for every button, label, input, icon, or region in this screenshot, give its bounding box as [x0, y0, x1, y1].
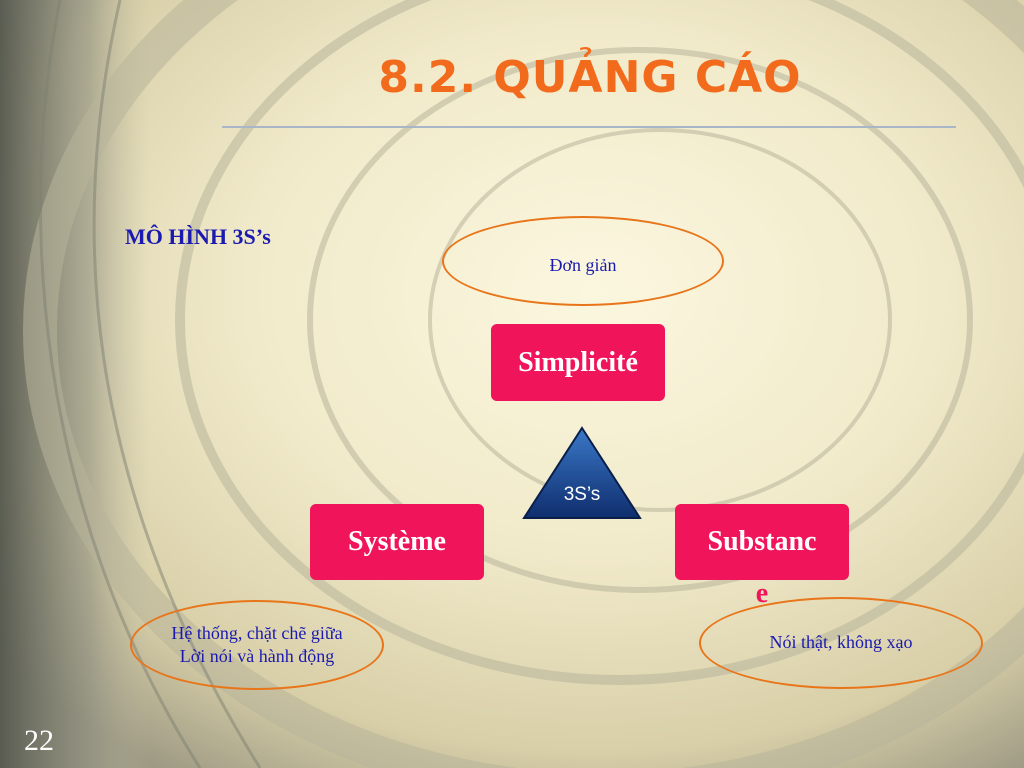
box-substance: Substanc e: [675, 504, 849, 609]
box-simplicite: Simplicité: [491, 324, 665, 401]
note-systeme-line1: Hệ thống, chặt chẽ giữa: [171, 622, 343, 643]
box-systeme: Système: [310, 504, 484, 580]
note-systeme-line2: Lời nói và hành động: [179, 646, 335, 666]
note-substance-text: Nói thật, không xạo: [769, 632, 913, 653]
center-triangle: 3S’s: [522, 426, 642, 519]
note-simplicity-text: Đơn giản: [549, 255, 617, 275]
box-systeme-label: Système: [348, 526, 446, 557]
box-substance-label: Substanc: [707, 526, 817, 557]
title-divider: [222, 126, 956, 128]
box-simplicite-label: Simplicité: [518, 346, 638, 378]
slide-title: 8.2. QUẢNG CÁO: [378, 52, 802, 103]
model-heading: MÔ HÌNH 3S’s: [125, 224, 271, 249]
center-label: 3S’s: [564, 484, 601, 505]
note-systeme: Hệ thống, chặt chẽ giữa Lời nói và hành …: [130, 600, 384, 690]
box-substance-overflow: e: [755, 578, 769, 609]
page-number: 22: [24, 724, 54, 757]
note-substance: Nói thật, không xạo: [699, 597, 983, 689]
note-simplicity: Đơn giản: [442, 216, 724, 306]
